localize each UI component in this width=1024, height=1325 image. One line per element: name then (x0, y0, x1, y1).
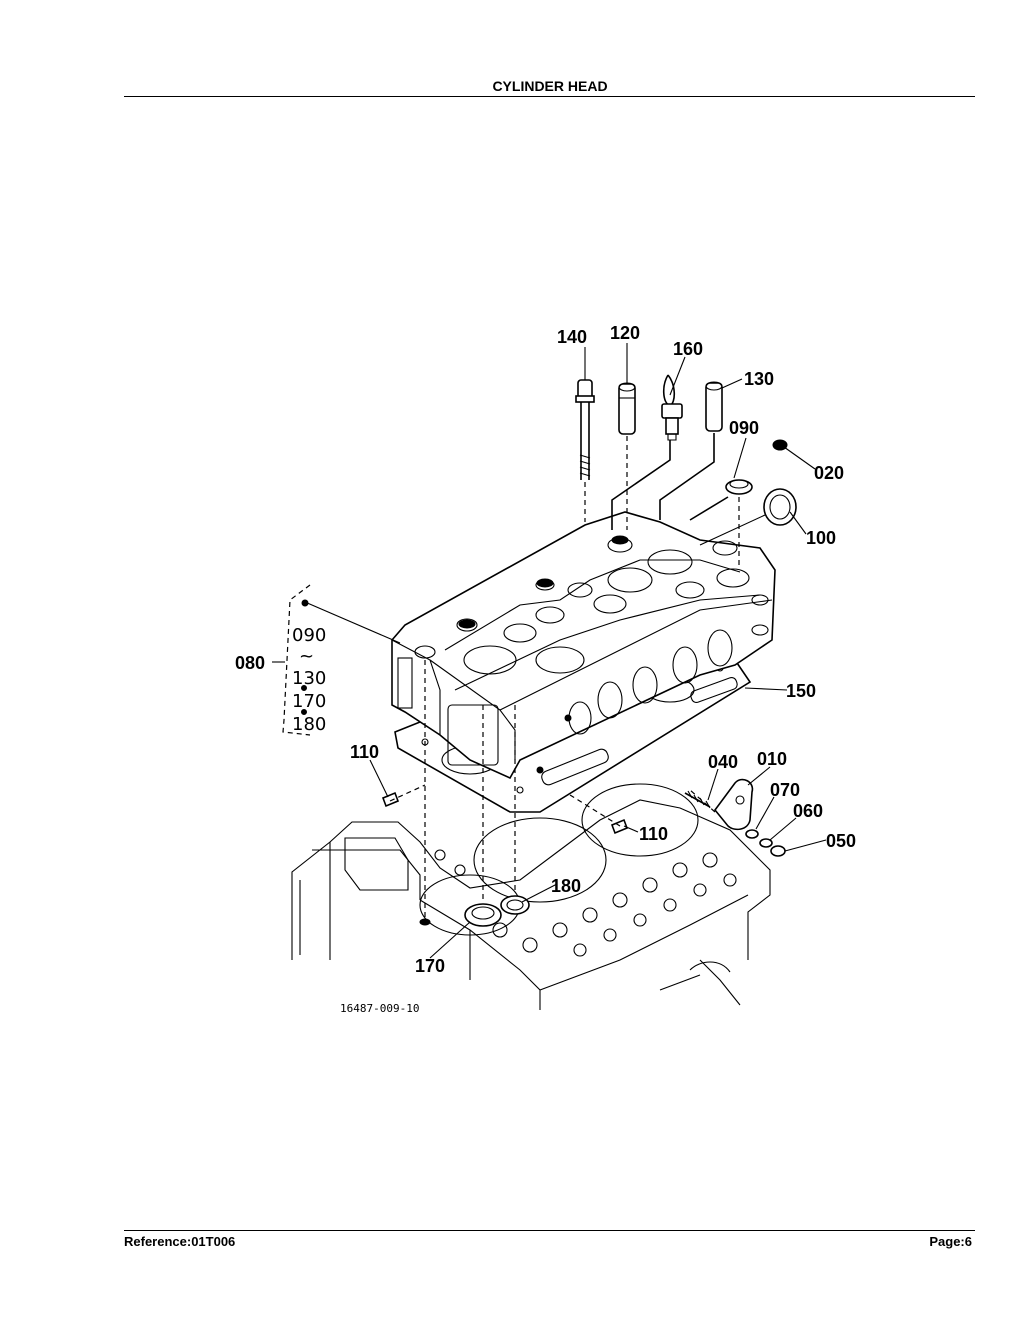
header-rule (124, 96, 975, 97)
callout-150: 150 (786, 681, 816, 701)
head-bolt-140 (575, 379, 595, 522)
kit-contents: 090 ~ 130 170 180 (292, 625, 326, 735)
callout-070: 070 (770, 780, 800, 800)
callout-120: 120 (610, 323, 640, 343)
callout-020: 020 (814, 463, 844, 483)
cylinder-head (391, 511, 776, 780)
footer-rule (124, 1230, 975, 1231)
seal-170 (464, 903, 502, 927)
callout-040: 040 (708, 752, 738, 772)
callout-100: 100 (806, 528, 836, 548)
assembly-lines (389, 497, 740, 918)
engine-block (291, 783, 771, 1010)
callout-160: 160 (673, 339, 703, 359)
pin-small (419, 918, 431, 926)
callout-050: 050 (826, 831, 856, 851)
cap-100 (699, 488, 797, 546)
dowel-110-left (381, 791, 400, 808)
page-title: CYLINDER HEAD (492, 78, 608, 94)
stud-040 (684, 790, 711, 809)
seal-090 (689, 479, 753, 521)
callout-130: 130 (744, 369, 774, 389)
tube-130 (659, 381, 723, 520)
reference-label: Reference:01T006 (124, 1234, 236, 1249)
kit-item-range: ~ (299, 646, 314, 667)
callout-180: 180 (551, 876, 581, 896)
callout-090: 090 (729, 418, 759, 438)
seal-180 (500, 895, 530, 915)
callout-110-right: 110 (639, 824, 668, 844)
kit-bracket (282, 584, 311, 736)
callout-110-left: 110 (350, 742, 379, 762)
sensor-160 (611, 374, 683, 530)
callout-010: 010 (757, 749, 787, 769)
callout-170: 170 (415, 956, 445, 976)
washer-060 (759, 838, 773, 848)
drawing-number: 16487-009-10 (340, 1002, 419, 1015)
plug-020 (772, 439, 788, 451)
leader-lines (272, 343, 827, 959)
kit-item-170: 170 (292, 691, 326, 712)
callout-labels: 140 120 160 130 090 020 100 080 150 110 … (235, 323, 856, 976)
page-number: Page:6 (929, 1234, 972, 1249)
dowel-110-right (610, 818, 629, 835)
plate-010 (713, 778, 754, 831)
nut-050 (770, 845, 786, 857)
kit-item-180: 180 (292, 714, 326, 735)
callout-080: 080 (235, 653, 265, 673)
kit-item-090: 090 (292, 625, 326, 646)
callout-060: 060 (793, 801, 823, 821)
callout-140: 140 (557, 327, 587, 347)
tube-120 (618, 382, 636, 530)
washer-070 (745, 829, 759, 839)
kit-item-130: 130 (292, 668, 326, 689)
